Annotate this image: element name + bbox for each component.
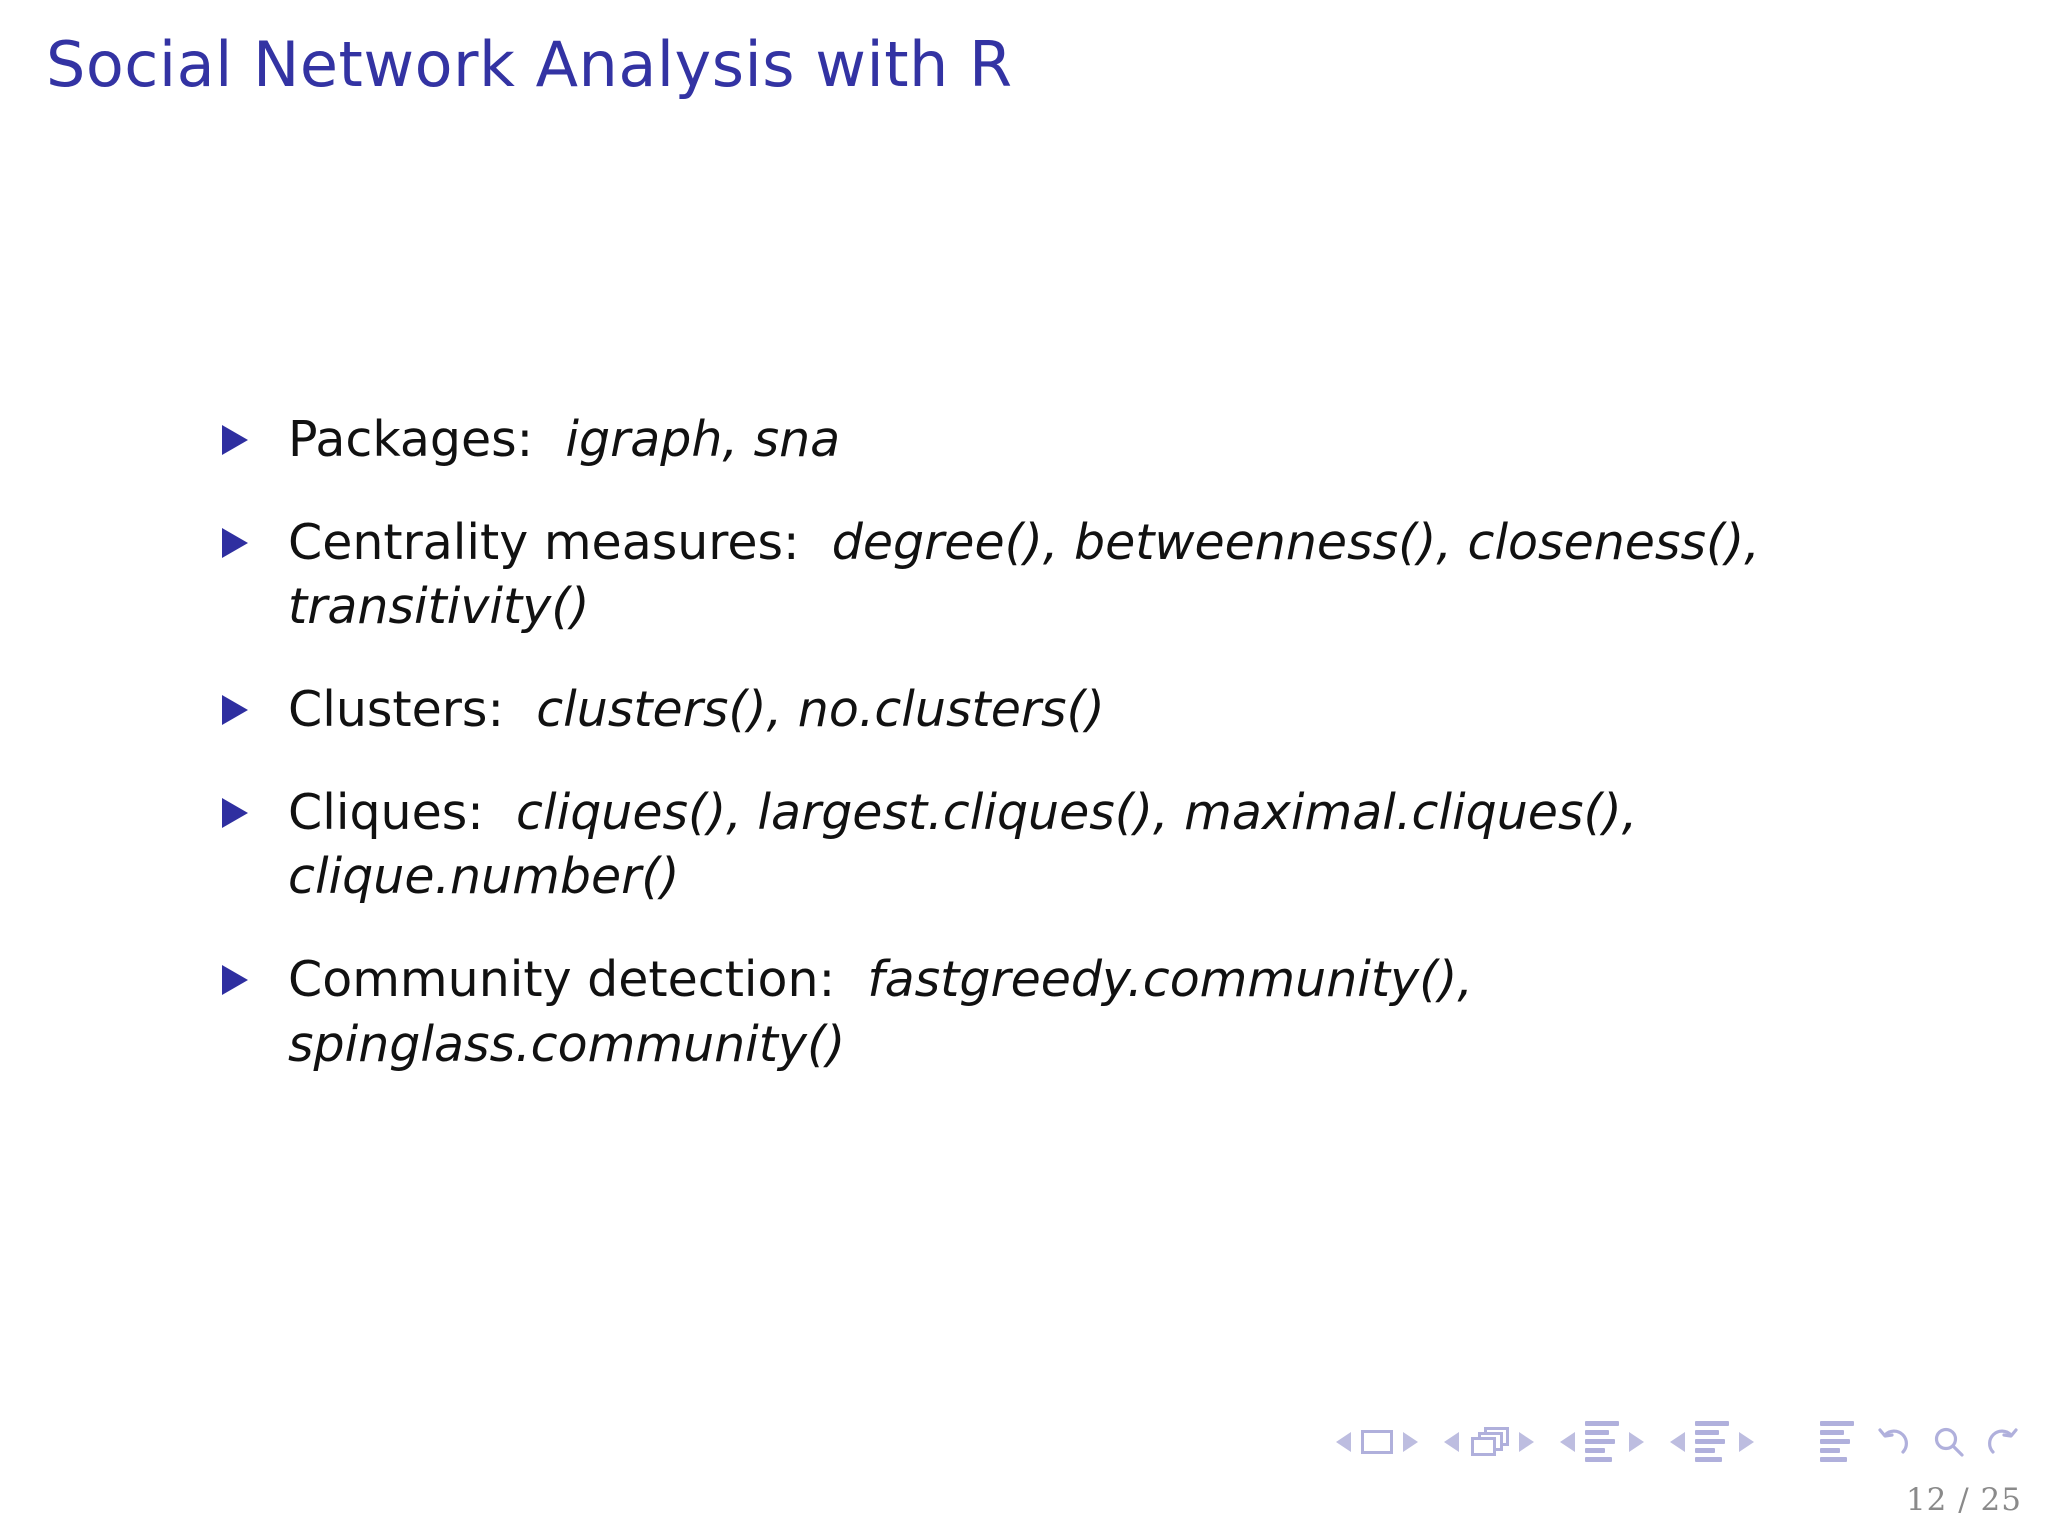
list-item-content: Community detection: fastgreedy.communit…: [288, 948, 1922, 1077]
subsection-navigation[interactable]: [1560, 1421, 1644, 1462]
list-item-label: Packages:: [288, 411, 534, 468]
list-item: Packages: igraph, sna: [222, 408, 1922, 473]
document-navigation[interactable]: [1820, 1421, 2024, 1462]
frame-icon[interactable]: [1361, 1429, 1393, 1454]
page-title: Social Network Analysis with R: [46, 28, 1013, 101]
slides-icon[interactable]: [1469, 1426, 1509, 1457]
list-item: Centrality measures: degree(), betweenne…: [222, 511, 1922, 640]
list-item-label: Cliques:: [288, 783, 484, 841]
list-item: Community detection: fastgreedy.communit…: [222, 948, 1922, 1077]
bullet-triangle-icon: [222, 797, 248, 828]
triangle-right-icon[interactable]: [1629, 1431, 1644, 1452]
page-number: 12 / 25: [1905, 1482, 2022, 1518]
section-navigation[interactable]: [1670, 1421, 1754, 1462]
subsection-lines-icon[interactable]: [1585, 1421, 1619, 1462]
triangle-left-icon[interactable]: [1670, 1431, 1685, 1452]
navigation-symbols[interactable]: [1336, 1421, 2024, 1462]
triangle-left-icon[interactable]: [1560, 1431, 1575, 1452]
list-item-label: Clusters:: [288, 681, 504, 739]
list-item-functions: cliques(), largest.cliques(), maximal.cl…: [288, 783, 1638, 906]
magnifier-icon[interactable]: [1930, 1424, 1966, 1460]
triangle-left-icon[interactable]: [1444, 1431, 1459, 1452]
triangle-left-icon[interactable]: [1336, 1431, 1351, 1452]
presentation-lines-icon[interactable]: [1820, 1421, 1854, 1462]
list-item-content: Centrality measures: degree(), betweenne…: [288, 511, 1922, 640]
bullet-triangle-icon: [222, 965, 248, 996]
bullet-triangle-icon: [222, 527, 248, 558]
list-item-content: Packages: igraph, sna: [288, 408, 1922, 473]
section-lines-icon[interactable]: [1695, 1421, 1729, 1462]
list-item: Cliques: cliques(), largest.cliques(), m…: [222, 781, 1922, 910]
undo-arrow-icon[interactable]: [1872, 1424, 1912, 1460]
list-item: Clusters: clusters(), no.clusters(): [222, 678, 1922, 743]
triangle-right-icon[interactable]: [1403, 1431, 1418, 1452]
slide-navigation[interactable]: [1444, 1426, 1534, 1457]
list-item-functions: igraph, sna: [565, 411, 841, 468]
triangle-right-icon[interactable]: [1739, 1431, 1754, 1452]
list-item-label: Centrality measures:: [288, 513, 800, 571]
bullet-triangle-icon: [222, 425, 248, 455]
list-item-label: Community detection:: [288, 951, 836, 1009]
list-item-functions: fastgreedy.community(), spinglass.commun…: [288, 951, 1473, 1073]
redo-arrow-icon[interactable]: [1984, 1424, 2024, 1460]
list-item-content: Clusters: clusters(), no.clusters(): [288, 678, 1922, 743]
triangle-right-icon[interactable]: [1519, 1431, 1534, 1452]
bullet-list: Packages: igraph, sna Centrality measure…: [222, 408, 1922, 1077]
list-item-content: Cliques: cliques(), largest.cliques(), m…: [288, 781, 1922, 910]
bullet-triangle-icon: [222, 695, 248, 726]
list-item-functions: degree(), betweenness(), closeness(), tr…: [288, 513, 1760, 636]
list-item-functions: clusters(), no.clusters(): [536, 681, 1105, 739]
frame-navigation[interactable]: [1336, 1429, 1418, 1454]
